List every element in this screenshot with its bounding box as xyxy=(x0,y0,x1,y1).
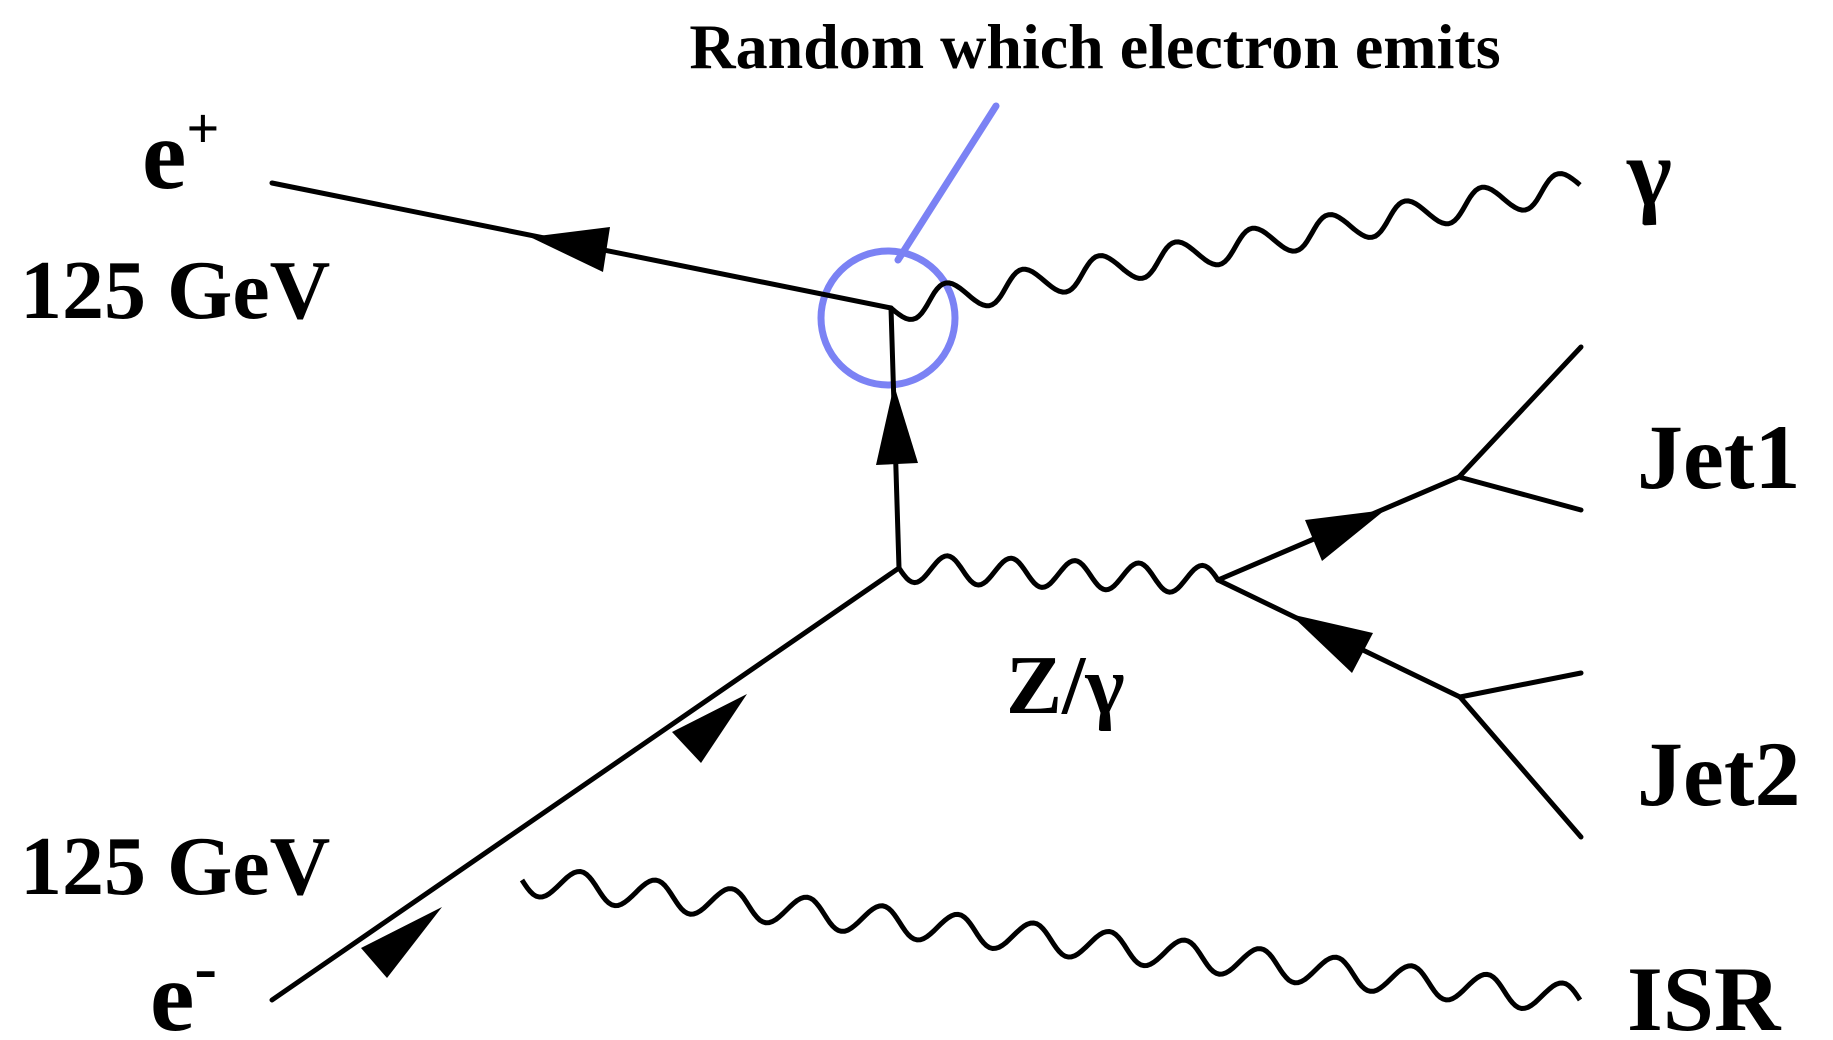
annotation-title: Random which electron emits xyxy=(689,11,1500,82)
positron-energy-label: 125 GeV xyxy=(20,244,330,337)
annotation-pointer xyxy=(894,102,1000,264)
quark-arrow-upper xyxy=(1305,510,1385,561)
electron-arrow-lower xyxy=(361,907,442,978)
isr-label: ISR xyxy=(1627,948,1782,1040)
electron-label: e- xyxy=(150,929,217,1040)
antiquark-arrow-lower xyxy=(1290,614,1373,673)
positron-charge: + xyxy=(186,96,219,161)
jet2-branch-a xyxy=(1457,670,1584,700)
emission-highlight-circle xyxy=(817,247,959,389)
electron-energy-label: 125 GeV xyxy=(20,820,330,913)
jet1-label: Jet1 xyxy=(1637,406,1800,508)
positron-label: e+ xyxy=(142,96,219,210)
z-gamma-wavy-line xyxy=(896,553,1221,595)
electron-charge: - xyxy=(194,929,217,1005)
photon-wavy-line xyxy=(889,171,1582,322)
isr-wavy-line xyxy=(519,869,1583,1011)
photon-label: γ xyxy=(1626,119,1672,226)
jet2-label: Jet2 xyxy=(1637,723,1800,825)
jet1-branch-b xyxy=(1456,474,1584,513)
electron-arrow-upper xyxy=(672,694,747,763)
internal-electron-arrow xyxy=(876,385,918,465)
jet2-branch-b xyxy=(1457,694,1584,840)
jet1-branch-a xyxy=(1456,344,1584,480)
positron-symbol: e xyxy=(142,99,186,210)
electron-symbol: e xyxy=(150,941,194,1040)
electron-line xyxy=(269,565,902,1003)
positron-arrow xyxy=(530,227,610,272)
boson-label: Z/γ xyxy=(1006,639,1125,732)
